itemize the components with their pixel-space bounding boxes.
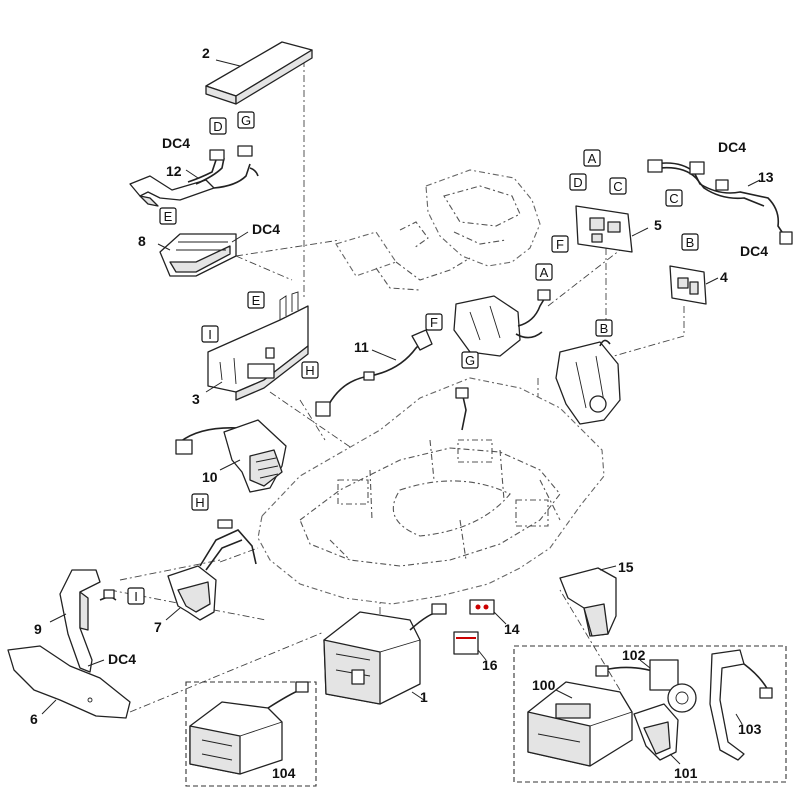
part-16-label	[453, 631, 487, 661]
part-3-bracket	[205, 291, 309, 401]
tag-A-center: A	[535, 263, 553, 281]
callout-104: 104	[272, 765, 296, 781]
tag-B-pcb: B	[681, 233, 699, 251]
part-14-warning-label	[469, 599, 507, 625]
part-13-cable-harness	[647, 159, 793, 245]
part-12-ribbon-cable	[129, 145, 259, 207]
tag-D-pcb: D	[569, 173, 587, 191]
svg-text:G: G	[465, 353, 475, 368]
callout-4: 4	[720, 269, 728, 285]
part-102-cable	[595, 659, 679, 691]
part-104-battery	[189, 681, 309, 775]
chassis-outline	[257, 377, 605, 605]
svg-text:F: F	[430, 315, 438, 330]
pcb-ghost	[335, 221, 471, 291]
part-1-battery	[323, 603, 447, 705]
part-4-pcb	[669, 265, 719, 305]
tag-F-pcb: F	[551, 235, 569, 253]
callout-15: 15	[618, 559, 634, 575]
svg-text:H: H	[195, 495, 204, 510]
chassis-g-connector	[455, 387, 469, 431]
callout-1: 1	[420, 689, 428, 705]
callout-2: 2	[202, 45, 210, 61]
callout-10: 10	[202, 469, 218, 485]
callout-8: 8	[138, 233, 146, 249]
callout-14: 14	[504, 621, 520, 637]
callout-5: 5	[654, 217, 662, 233]
tag-B-motor: B	[595, 319, 613, 337]
callout-103: 103	[738, 721, 762, 737]
callout-13: 13	[758, 169, 774, 185]
tag-H-holder: H	[191, 493, 209, 511]
svg-text:F: F	[556, 237, 564, 252]
part-number-callouts: 2 12 8 3 11 10 7 9 6 1 14 16 15 5 4 13 1…	[30, 45, 774, 781]
svg-text:G: G	[241, 113, 251, 128]
drive-motor-a	[453, 289, 551, 357]
part-2-cover-strip	[205, 41, 313, 105]
inset-box-104	[185, 681, 317, 787]
part-6-skid-plate	[7, 645, 131, 719]
part-100-battery-pack	[527, 681, 633, 767]
part-7-holder	[165, 519, 257, 621]
callout-9: 9	[34, 621, 42, 637]
svg-text:I: I	[134, 589, 138, 604]
svg-text:I: I	[208, 327, 212, 342]
part-11-cable	[315, 329, 433, 417]
svg-text:A: A	[540, 265, 549, 280]
tag-C-harness: C	[665, 189, 683, 207]
part-5-pcb	[575, 205, 649, 253]
svg-text:C: C	[613, 179, 622, 194]
part-15-bracket	[559, 565, 617, 637]
tag-G-center: G	[461, 351, 479, 369]
svg-text:E: E	[252, 293, 261, 308]
tag-C-pcb: C	[609, 177, 627, 195]
dc4-labels: DC4 DC4 DC4 DC4 DC4	[108, 135, 768, 667]
callout-101: 101	[674, 765, 698, 781]
svg-text:A: A	[588, 151, 597, 166]
tag-G-left: G	[237, 111, 255, 129]
svg-text:B: B	[600, 321, 609, 336]
callout-11: 11	[354, 339, 369, 355]
tag-H-bracket: H	[301, 361, 319, 379]
tag-I-bracket: I	[201, 325, 219, 343]
dc4-label-3: DC4	[108, 651, 136, 667]
svg-text:C: C	[669, 191, 678, 206]
part-101-wheel-hub	[633, 683, 697, 765]
callout-16: 16	[482, 657, 498, 673]
tag-D-left: D	[209, 117, 227, 135]
callout-12: 12	[166, 163, 182, 179]
svg-text:D: D	[213, 119, 222, 134]
svg-text:B: B	[686, 235, 695, 250]
part-103-flat-cable	[709, 649, 773, 761]
callout-100: 100	[532, 677, 556, 693]
tag-F-cable: F	[425, 313, 443, 331]
inset-box-100-103	[513, 645, 787, 783]
callout-7: 7	[154, 619, 162, 635]
tag-E-bracket: E	[247, 291, 265, 309]
letter-tags: D G E E I H F G A A D C F C B B H I	[127, 111, 699, 605]
dc4-label-4: DC4	[718, 139, 746, 155]
drive-motor-b	[555, 339, 621, 425]
part-8-flat-cable	[157, 231, 249, 277]
tag-A-pcb: A	[583, 149, 601, 167]
part-10-motor-bracket	[175, 419, 287, 493]
dc4-label-1: DC4	[162, 135, 190, 151]
part-9-flat-cable	[49, 569, 117, 673]
dc4-label-5: DC4	[740, 243, 768, 259]
tag-I-cable: I	[127, 587, 145, 605]
cover-housing-outline	[425, 169, 541, 267]
svg-text:E: E	[164, 209, 173, 224]
callout-6: 6	[30, 711, 38, 727]
tag-E-left: E	[159, 207, 177, 225]
dc4-label-2: DC4	[252, 221, 280, 237]
callout-3: 3	[192, 391, 200, 407]
svg-text:H: H	[305, 363, 314, 378]
callout-102: 102	[622, 647, 646, 663]
svg-text:D: D	[573, 175, 582, 190]
